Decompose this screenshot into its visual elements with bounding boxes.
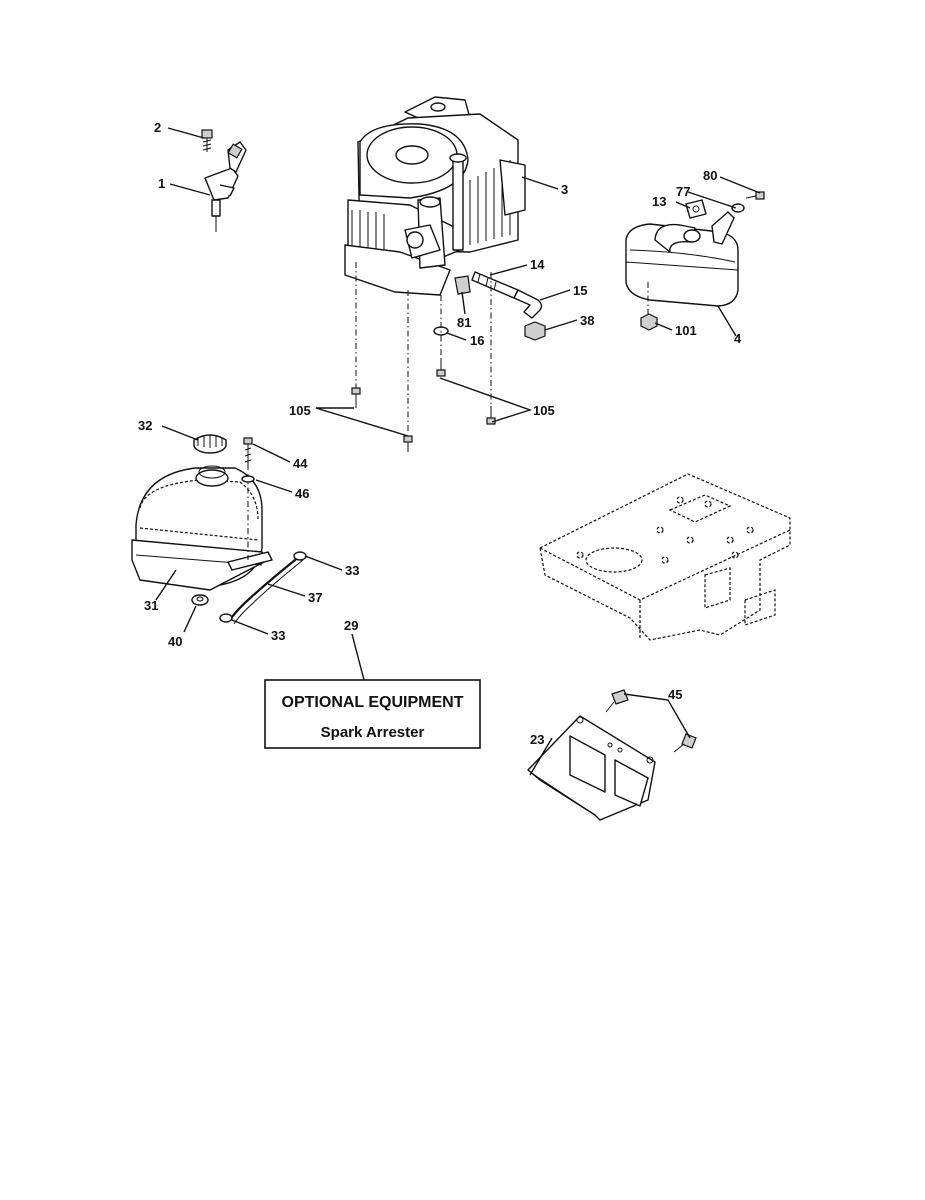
- callout-44: 44: [293, 456, 308, 471]
- callout-31: 31: [144, 598, 158, 613]
- callout-14: 14: [530, 257, 545, 272]
- clamp-part: [731, 203, 745, 213]
- callout-33-top: 33: [345, 563, 359, 578]
- nut-part: [524, 321, 546, 341]
- optional-equipment-box: OPTIONAL EQUIPMENT Spark Arrester: [264, 679, 481, 749]
- callout-labels: 2 1 3 14 15 38 81 16 13 77 80 101 4 105 …: [138, 120, 742, 747]
- throttle-control-part: [204, 141, 247, 232]
- bushing-part: [191, 594, 209, 606]
- fuel-cap-part: [193, 434, 227, 454]
- plug-part: [454, 275, 471, 295]
- callout-46: 46: [295, 486, 309, 501]
- engine-part: [344, 96, 526, 296]
- callout-101: 101: [675, 323, 697, 338]
- heat-shield-part: [527, 715, 656, 821]
- shield-screws-part: [605, 689, 697, 753]
- callout-77: 77: [676, 184, 690, 199]
- callout-81: 81: [457, 315, 471, 330]
- callout-13: 13: [652, 194, 666, 209]
- callout-105-left: 105: [289, 403, 311, 418]
- callout-105-right: 105: [533, 403, 555, 418]
- callout-29: 29: [344, 618, 358, 633]
- engine-bolts-part: [351, 262, 496, 452]
- callout-33-bottom: 33: [271, 628, 285, 643]
- gasket-part: [685, 199, 707, 219]
- screw-part: [201, 129, 213, 152]
- fuel-line-part: [229, 555, 304, 625]
- callout-3: 3: [561, 182, 568, 197]
- callout-2: 2: [154, 120, 161, 135]
- leader-lines: [155, 127, 761, 776]
- callout-37: 37: [308, 590, 322, 605]
- optional-equipment-subtitle: Spark Arrester: [321, 724, 425, 741]
- callout-1: 1: [158, 176, 165, 191]
- elbow-fitting-part: [513, 289, 543, 319]
- tank-bolt-part: [243, 437, 253, 560]
- hose-clamp-top-part: [293, 551, 307, 561]
- callout-23: 23: [530, 732, 544, 747]
- chassis-plate-part: [539, 473, 791, 641]
- bolt-part: [745, 191, 765, 200]
- fuel-tank-part: [131, 465, 273, 591]
- tank-washer-part: [241, 475, 255, 483]
- muffler-nut-part: [640, 282, 658, 331]
- callout-15: 15: [573, 283, 587, 298]
- callout-16: 16: [470, 333, 484, 348]
- callout-38: 38: [580, 313, 594, 328]
- hose-clamp-bottom-part: [219, 613, 233, 623]
- optional-equipment-title: OPTIONAL EQUIPMENT: [282, 694, 464, 711]
- muffler-part: [625, 211, 739, 307]
- callout-80: 80: [703, 168, 717, 183]
- callout-4: 4: [734, 331, 742, 346]
- callout-32: 32: [138, 418, 152, 433]
- callout-40: 40: [168, 634, 182, 649]
- oil-drain-tube-part: [471, 271, 519, 299]
- callout-45: 45: [668, 687, 682, 702]
